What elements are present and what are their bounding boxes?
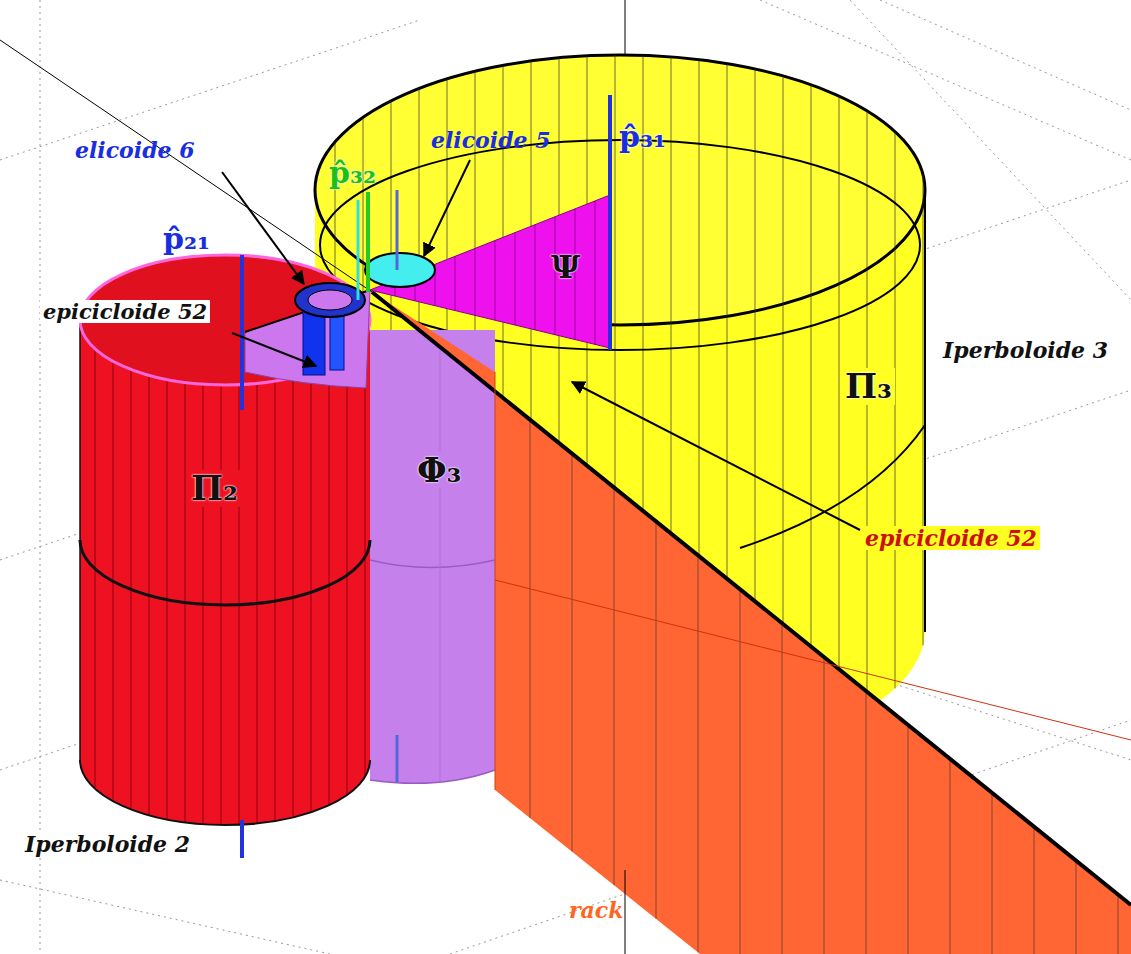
axis-label: p̂₂₁ [160, 222, 213, 255]
surface-label: Π₃ [842, 368, 895, 405]
epicycloid-label: epicicloide 52 [862, 526, 1040, 550]
surface-label: Φ₃ [414, 452, 465, 489]
part-label: Iperboloide 3 [940, 338, 1111, 362]
helicoid-label: elicoide 6 [72, 138, 198, 162]
axis-label: p̂₃₁ [616, 120, 669, 153]
helicoids [295, 253, 435, 375]
leader-lines [222, 160, 860, 530]
axes [0, 0, 625, 954]
rack [372, 292, 1131, 954]
surface-label: Ψ [548, 250, 583, 285]
axis-label: p̂₃₂ [326, 156, 379, 189]
cylinder-phi3 [370, 330, 495, 783]
part-label: Iperboloide 2 [22, 832, 193, 856]
epicycloid-label: epicicloide 52 [40, 300, 210, 323]
part-label: rack [566, 898, 626, 922]
surface-label: Π₂ [188, 470, 241, 507]
helicoid-label: elicoide 5 [428, 128, 554, 152]
hyperboloid-2 [80, 255, 370, 825]
